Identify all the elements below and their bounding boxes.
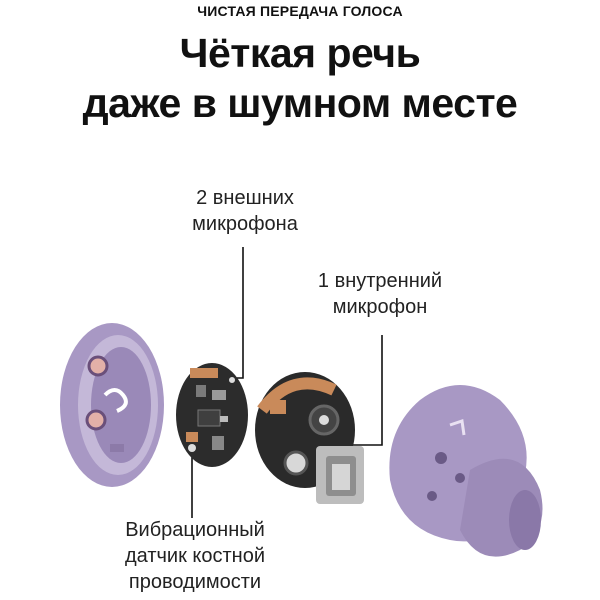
label-inner-line-1: 1 внутренний: [317, 270, 443, 292]
label-vibration-sensor: Вибрационный датчик костной проводимости: [110, 517, 280, 595]
leader-line-inner-mic: [346, 335, 383, 446]
earbud-outer-shell: [60, 323, 164, 487]
label-vib-line-2: датчик костной: [124, 545, 265, 567]
headline: Чёткая речь даже в шумном месте: [0, 28, 600, 128]
inner-mechanism: [255, 372, 364, 504]
headline-line-1: Чёткая речь: [179, 30, 421, 76]
label-inner-line-2: микрофон: [332, 296, 428, 318]
label-inner-microphone: 1 внутренний микрофон: [300, 268, 460, 320]
leader-line-outer-mics: [232, 247, 244, 379]
pcb-board: [176, 363, 248, 467]
headline-line-2: даже в шумном месте: [82, 80, 518, 126]
eyebrow-caption: ЧИСТАЯ ПЕРЕДАЧА ГОЛОСА: [197, 3, 403, 19]
earbud-with-ear-tip: [389, 385, 543, 557]
label-vib-line-1: Вибрационный: [125, 519, 265, 541]
label-vib-line-3: проводимости: [128, 571, 262, 593]
label-outer-microphones: 2 внешних микрофона: [170, 185, 320, 237]
label-outer-line-1: 2 внешних: [196, 187, 294, 209]
label-outer-line-2: микрофона: [192, 213, 298, 235]
